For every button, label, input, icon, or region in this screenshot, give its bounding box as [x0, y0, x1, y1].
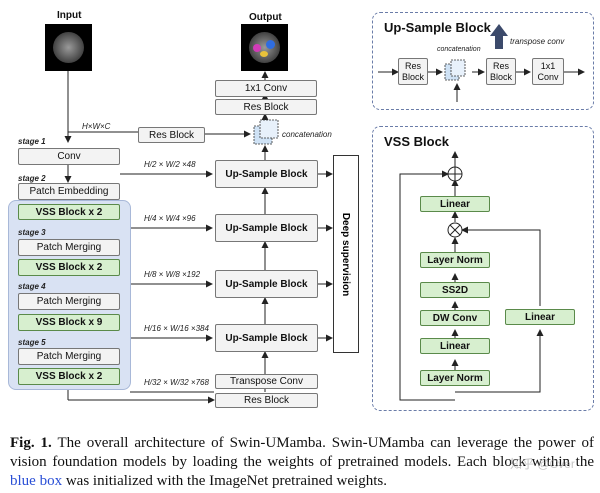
upsample-res-block-a: Res Block: [398, 58, 428, 85]
upsample-concat-icon: [444, 59, 466, 81]
vss-linear-mid: Linear: [420, 338, 490, 354]
input-label: Input: [57, 10, 82, 21]
patch-embedding-block: Patch Embedding: [18, 183, 120, 200]
add-icon: [447, 166, 463, 182]
bottom-res-block: Res Block: [215, 393, 318, 408]
conv-block: Conv: [18, 148, 120, 165]
vss-linear-top: Linear: [420, 196, 490, 212]
vss-block: VSS Block x 9: [18, 314, 120, 331]
transpose-conv-note: transpose conv: [510, 37, 565, 46]
up-sample-panel-title: Up-Sample Block: [384, 20, 491, 35]
conv-1x1-block: 1x1 Conv: [215, 80, 317, 97]
output-label: Output: [249, 12, 282, 23]
stage-label: stage 4: [18, 282, 46, 291]
input-dim-label: H×W×C: [82, 122, 111, 131]
output-segmentation-image: [241, 24, 288, 71]
upsample-arrow-icon: [490, 24, 508, 49]
up-sample-block: Up-Sample Block: [215, 324, 318, 352]
vss-block: VSS Block x 2: [18, 259, 120, 276]
upsample-concat-label: concatenation: [437, 46, 481, 53]
transpose-conv-block: Transpose Conv: [215, 374, 318, 389]
concatenation-icon: [253, 119, 279, 145]
caption-blue-box: blue box: [10, 473, 63, 489]
vss-block: VSS Block x 2: [18, 368, 120, 385]
vss-dw-conv: DW Conv: [420, 310, 490, 326]
upsample-1x1-conv: 1x1 Conv: [532, 58, 564, 85]
stage-label: stage 3: [18, 228, 46, 237]
input-ct-image: [45, 24, 92, 71]
concatenation-label: concatenation: [282, 130, 332, 139]
patch-merging-block: Patch Merging: [18, 348, 120, 365]
stage-label: stage 1: [18, 137, 46, 146]
figure-caption: Fig. 1. The overall architecture of Swin…: [10, 434, 594, 491]
dim-label: H/16 × W/16 ×384: [144, 324, 209, 333]
vss-panel-title: VSS Block: [384, 134, 450, 149]
decoder-res-block: Res Block: [215, 99, 317, 115]
watermark: 知乎 @Cver: [510, 457, 575, 471]
vss-linear-side: Linear: [505, 309, 575, 325]
caption-text-1: The overall architecture of Swin-UMamba.…: [10, 435, 594, 470]
dim-label: H/4 × W/4 ×96: [144, 214, 196, 223]
patch-merging-block: Patch Merging: [18, 239, 120, 256]
caption-text-2: was initialized with the ImageNet pretra…: [62, 473, 387, 489]
deep-supervision-label: Deep supervision: [340, 212, 352, 296]
upsample-res-block-b: Res Block: [486, 58, 516, 85]
up-sample-block: Up-Sample Block: [215, 270, 318, 298]
caption-fig-label: Fig. 1.: [10, 435, 52, 451]
dim-label: H/8 × W/8 ×192: [144, 270, 201, 279]
multiply-icon: [447, 222, 463, 238]
vss-ss2d: SS2D: [420, 282, 490, 298]
stage-label: stage 2: [18, 174, 46, 183]
deep-supervision-block: Deep supervision: [333, 155, 359, 353]
up-sample-block: Up-Sample Block: [215, 214, 318, 242]
vss-block: VSS Block x 2: [18, 204, 120, 220]
up-sample-block: Up-Sample Block: [215, 160, 318, 188]
stage-label: stage 5: [18, 338, 46, 347]
dim-label: H/2 × W/2 ×48: [144, 160, 196, 169]
vss-layer-norm-bot: Layer Norm: [420, 370, 490, 386]
vss-layer-norm-mid: Layer Norm: [420, 252, 490, 268]
res-block: Res Block: [138, 127, 205, 143]
vss-panel: [372, 126, 594, 411]
dim-label: H/32 × W/32 ×768: [144, 378, 209, 387]
up-sample-panel: [372, 12, 594, 110]
patch-merging-block: Patch Merging: [18, 293, 120, 310]
